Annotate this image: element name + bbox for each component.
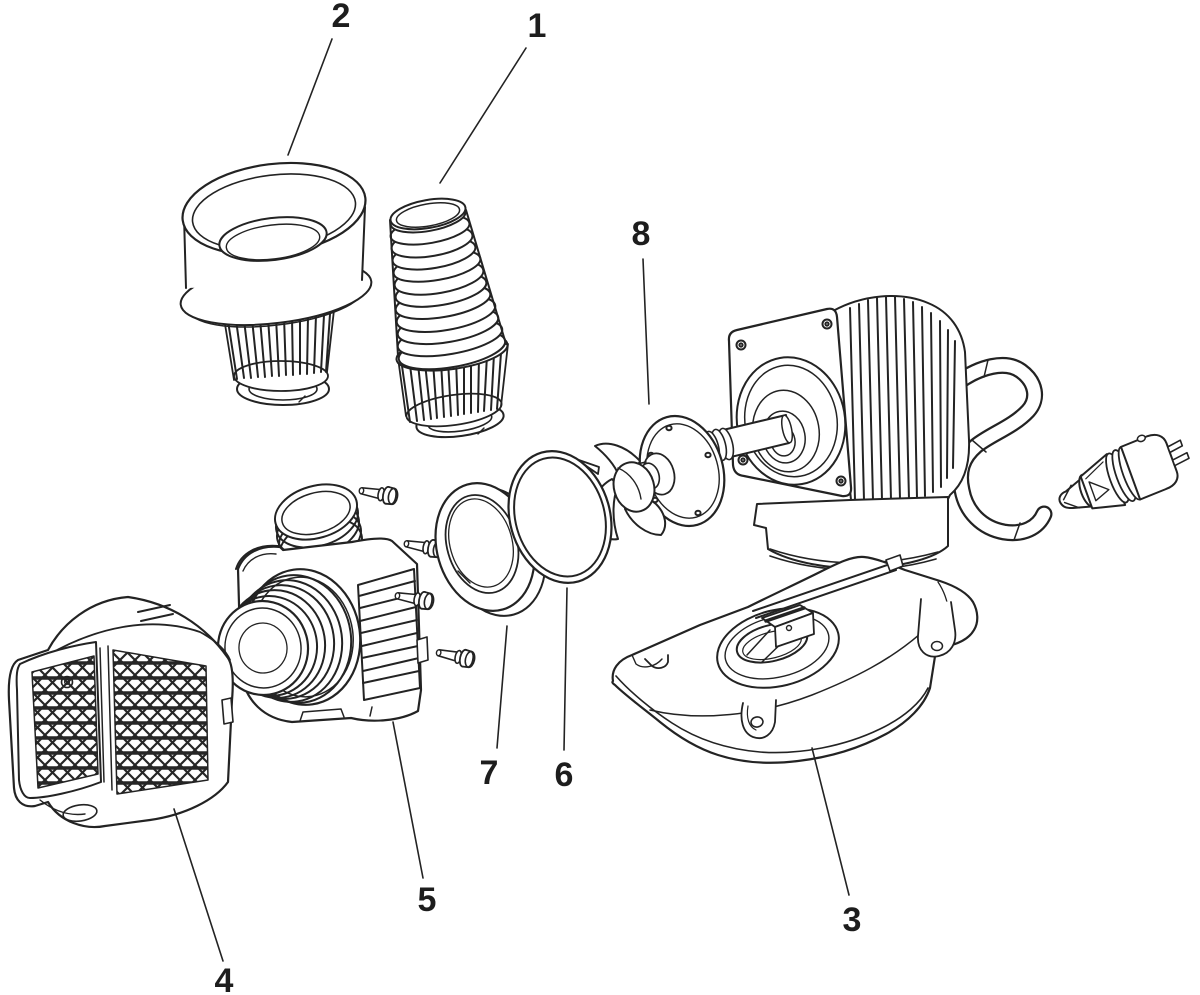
callout-1-leader	[439, 47, 527, 184]
callout-6: 6	[555, 587, 574, 794]
callout-4: 4	[173, 808, 234, 995]
base-clip-right	[917, 598, 957, 658]
callout-5: 5	[392, 721, 437, 919]
motor-cooling-ribs	[849, 296, 956, 501]
callout-7-leader	[496, 625, 508, 749]
power-cable	[948, 356, 1053, 542]
callout-2: 2	[287, 0, 351, 156]
callouts: 2 1 8 7 6 5 4 3	[173, 0, 862, 995]
plug-cap	[1119, 433, 1179, 501]
part-o-ring	[507, 450, 613, 584]
callout-3-label: 3	[843, 901, 862, 939]
part-pump-housing	[216, 483, 429, 724]
callout-2-leader	[287, 38, 333, 156]
callout-8-leader	[642, 258, 650, 405]
callout-1-label: 1	[528, 7, 547, 45]
callout-3: 3	[811, 747, 862, 939]
callout-1: 1	[439, 7, 547, 184]
callout-5-leader	[392, 721, 424, 879]
cage-front-mesh	[31, 655, 99, 789]
callout-8-label: 8	[632, 215, 651, 253]
part-strainer-cage	[7, 595, 234, 828]
motor-body	[832, 295, 971, 501]
housing-louvers	[357, 568, 421, 701]
base-rail	[752, 554, 904, 648]
plug-pin	[1171, 451, 1190, 467]
callout-5-label: 5	[418, 881, 437, 919]
callout-6-label: 6	[555, 756, 574, 794]
part-impeller-rotor-unit	[575, 414, 794, 541]
callout-7: 7	[480, 625, 508, 792]
hose-tail-knurling	[401, 352, 502, 423]
cap-knurling	[227, 313, 331, 380]
callout-7-label: 7	[480, 754, 499, 792]
callout-2-label: 2	[332, 0, 351, 35]
flange-screws	[735, 318, 847, 487]
screw	[356, 481, 400, 507]
screw	[433, 643, 478, 670]
callout-6-leader	[563, 587, 568, 751]
callout-8: 8	[632, 215, 651, 405]
part-base-stand	[611, 554, 979, 764]
plug-pin	[1167, 439, 1184, 454]
callout-3-leader	[811, 747, 850, 896]
part-threaded-connector-cap	[179, 161, 373, 406]
part-stepped-hose-tail	[389, 197, 509, 439]
power-plug	[1058, 433, 1190, 510]
callout-4-leader	[173, 808, 224, 962]
base-clip-mid	[740, 699, 777, 739]
cage-side-mesh	[112, 649, 209, 795]
callout-4-label: 4	[215, 962, 234, 995]
